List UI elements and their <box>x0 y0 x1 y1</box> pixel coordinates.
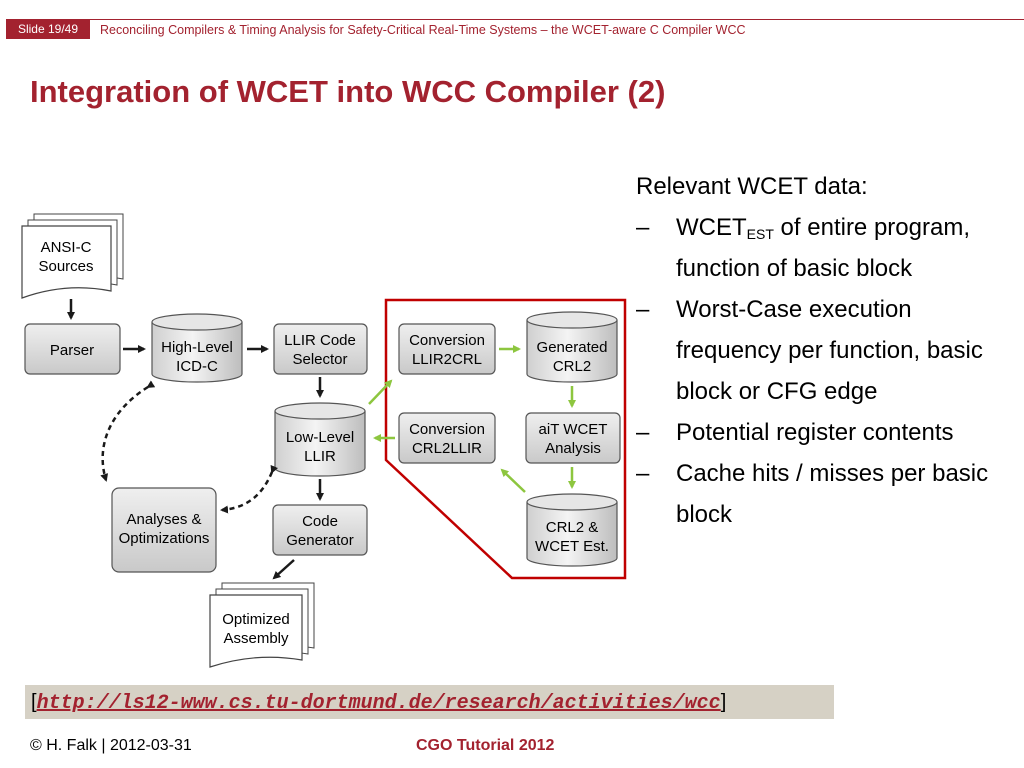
ansi-c-sources-label-line2: Sources <box>38 258 93 275</box>
parser-label: Parser <box>50 342 94 359</box>
low-level-llir-cylinder: Low-Level LLIR <box>274 402 366 477</box>
page-title: Integration of WCET into WCC Compiler (2… <box>30 74 666 109</box>
bullet-dash: – <box>636 296 650 323</box>
llir2crl-label-line2: LLIR2CRL <box>412 351 482 368</box>
generated-crl2-label-line2: CRL2 <box>553 358 591 375</box>
analyses-optimizations-box: Analyses & Optimizations <box>111 487 217 573</box>
crl2-wcet-est-cylinder: CRL2 & WCET Est. <box>526 493 618 567</box>
llir2crl-label-line1: Conversion <box>409 332 485 349</box>
conversion-crl2llir-box: Conversion CRL2LLIR <box>398 412 496 464</box>
footer-event: CGO Tutorial 2012 <box>416 737 555 754</box>
high-level-label-line1: High-Level <box>161 339 233 356</box>
code-generator-box: Code Generator <box>272 504 368 556</box>
bullet-dash: – <box>636 214 650 241</box>
wcet-data-item-4: –Cache hits / misses per basic block <box>636 453 1016 535</box>
crl2llir-label-line1: Conversion <box>409 421 485 438</box>
wcet-data-item-1: –WCETEST of entire program, function of … <box>636 207 1016 289</box>
wcet-est-main: WCET <box>676 214 747 241</box>
arrow-lowlevel-to-llir2crl <box>368 379 393 405</box>
dashed-arrow-lowlevel-analyses <box>220 464 279 514</box>
code-generator-label-line2: Generator <box>286 532 354 549</box>
crl2llir-label-line2: CRL2LLIR <box>412 440 482 457</box>
footer-copyright: © H. Falk | 2012-03-31 <box>30 737 192 754</box>
bullet-dash: – <box>636 460 650 487</box>
crl2-wcet-label-line2: WCET Est. <box>535 538 609 555</box>
optimized-assembly-label-line1: Optimized <box>222 611 290 628</box>
code-generator-label-line1: Code <box>302 513 338 530</box>
wcet-data-intro: Relevant WCET data: <box>636 173 868 200</box>
analyses-label-line2: Optimizations <box>119 530 210 547</box>
dashed-arrow-highlevel-analyses <box>100 380 156 482</box>
citation-bar: [http://ls12-www.cs.tu-dortmund.de/resea… <box>25 685 834 719</box>
arrow-codegen-to-assembly <box>272 559 295 580</box>
wcet-data-item-3-text: Potential register contents <box>676 419 954 446</box>
wcet-est-subscript: EST <box>746 226 774 242</box>
low-level-label-line1: Low-Level <box>286 429 354 446</box>
high-level-label-line2: ICD-C <box>176 358 218 375</box>
ansi-c-sources-label-line1: ANSI-C <box>41 239 92 256</box>
optimized-assembly-label-line2: Assembly <box>223 630 289 647</box>
wcet-data-item-2: –Worst-Case execution frequency per func… <box>636 289 1016 412</box>
bullet-dash: – <box>636 419 650 446</box>
wcet-integration-outline <box>384 298 627 580</box>
ait-wcet-analysis-box: aiT WCET Analysis <box>525 412 621 464</box>
parser-box: Parser <box>24 323 121 375</box>
low-level-label-line2: LLIR <box>304 448 336 465</box>
ait-label-line2: Analysis <box>545 440 601 457</box>
generated-crl2-cylinder: Generated CRL2 <box>526 311 618 383</box>
wcet-data-item-3: –Potential register contents <box>636 412 1016 453</box>
header-divider <box>6 19 1024 20</box>
arrow-crl2wcet-to-crl2llir <box>500 468 526 493</box>
wcet-est-rest: of entire program, function of basic blo… <box>676 214 970 282</box>
slide-number-badge: Slide 19/49 <box>6 20 90 39</box>
analyses-label-line1: Analyses & <box>126 511 201 528</box>
llir-code-selector-box: LLIR Code Selector <box>273 323 368 375</box>
wcet-data-item-4-text: Cache hits / misses per basic block <box>676 460 989 528</box>
citation-open-bracket: [ <box>31 691 37 713</box>
llir-selector-label-line1: LLIR Code <box>284 332 356 349</box>
wcet-data-list: Relevant WCET data: –WCETEST of entire p… <box>636 166 1016 535</box>
citation-close-bracket: ] <box>720 691 727 713</box>
wcc-link[interactable]: http://ls12-www.cs.tu-dortmund.de/resear… <box>36 692 721 715</box>
conversion-llir2crl-box: Conversion LLIR2CRL <box>398 323 496 375</box>
wcet-data-item-2-text: Worst-Case execution frequency per funct… <box>676 296 983 405</box>
ansi-c-sources-document: ANSI-C Sources <box>21 213 124 299</box>
high-level-icd-c-cylinder: High-Level ICD-C <box>151 313 243 383</box>
ait-label-line1: aiT WCET <box>539 421 608 438</box>
llir-selector-label-line2: Selector <box>292 351 347 368</box>
optimized-assembly-document: Optimized Assembly <box>209 582 315 668</box>
crl2-wcet-label-line1: CRL2 & <box>546 519 599 536</box>
generated-crl2-label-line1: Generated <box>537 339 608 356</box>
header-title: Reconciling Compilers & Timing Analysis … <box>100 23 746 37</box>
